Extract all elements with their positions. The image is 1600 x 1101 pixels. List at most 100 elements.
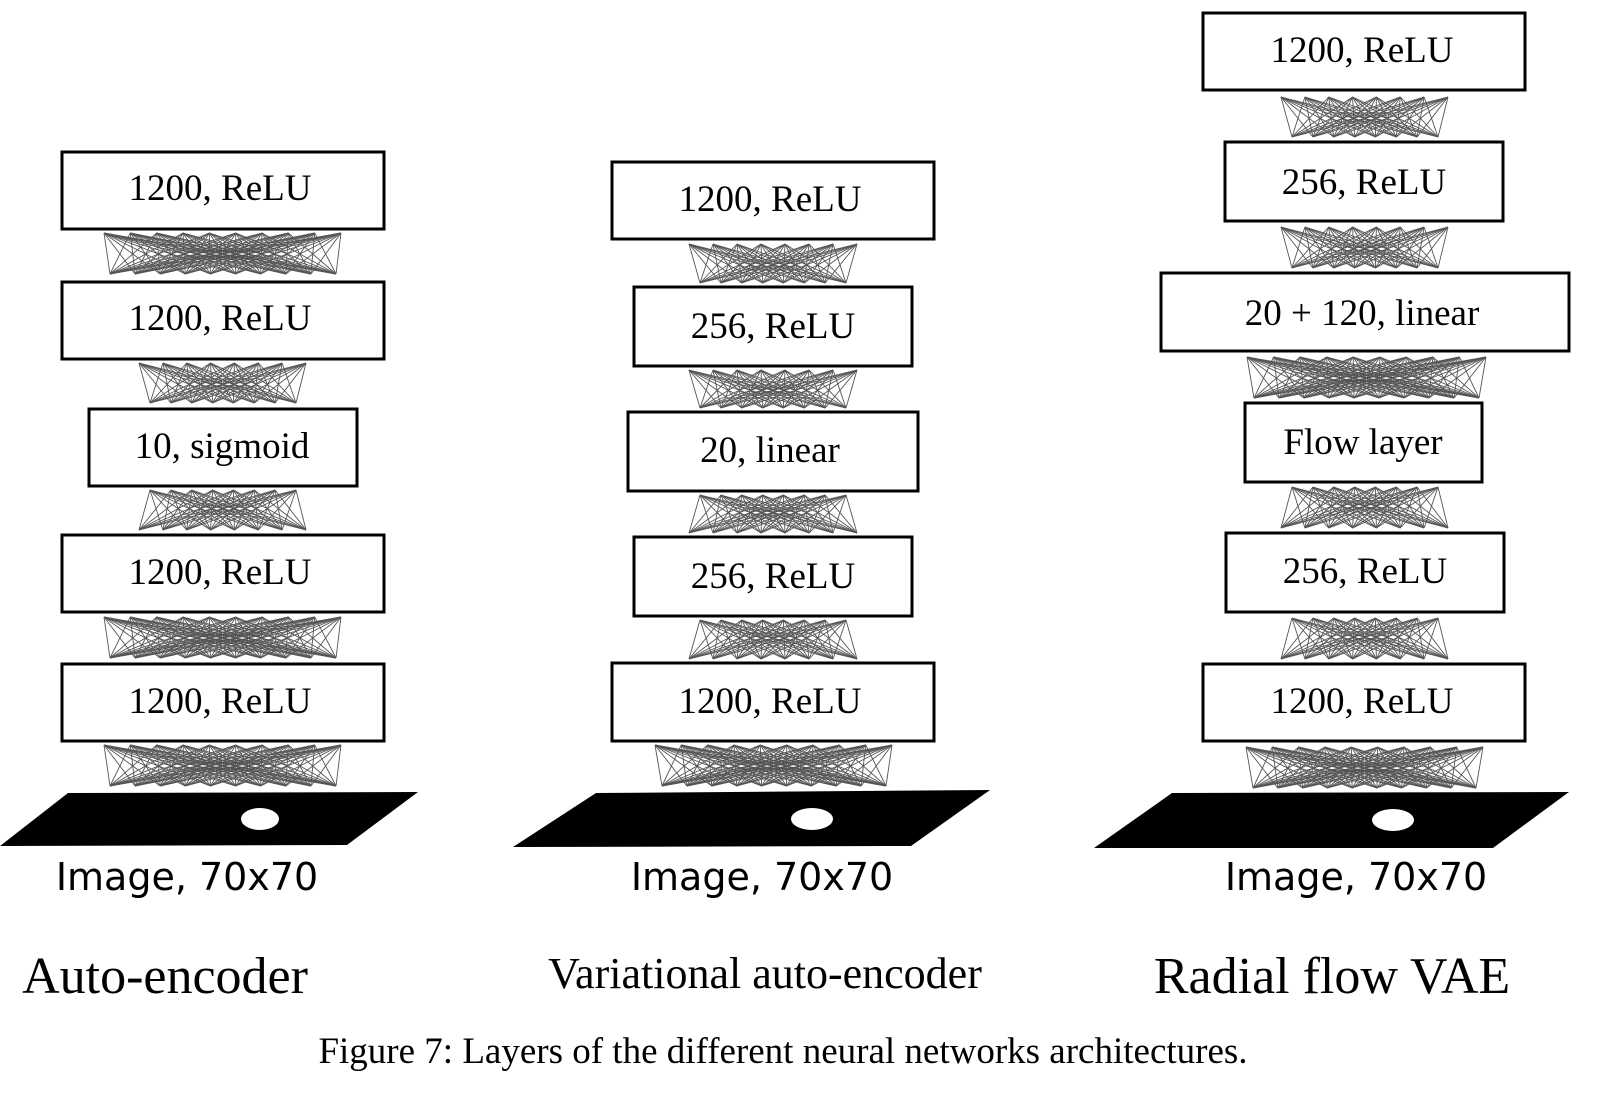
connection-line [149, 489, 235, 531]
connection-line [1395, 96, 1425, 138]
connection-line [812, 744, 887, 787]
connection-line [1252, 746, 1457, 789]
connection-line [1416, 226, 1449, 269]
connection-line [1475, 746, 1484, 789]
connection-line [109, 232, 131, 275]
connection-line [1326, 356, 1380, 399]
connection-line [1312, 226, 1377, 269]
connection-line [688, 619, 722, 660]
connection-line [1354, 226, 1449, 269]
connection-line [1375, 96, 1449, 138]
connection-line [182, 744, 261, 787]
connection-line [712, 369, 763, 409]
connection-line [1280, 226, 1355, 269]
layer-box-rf-2: 256, ReLU [1223, 140, 1505, 223]
connection-line [1328, 356, 1487, 399]
connection-line [254, 362, 307, 404]
connection-line [712, 243, 826, 284]
connection-line [786, 744, 862, 787]
connection-line [786, 744, 887, 787]
connection-line [688, 494, 784, 534]
connection-line [760, 619, 764, 660]
connection-line [162, 362, 172, 404]
connection-line [661, 744, 761, 787]
connection-line [1280, 96, 1293, 138]
connection-line [699, 369, 786, 409]
connection-line [824, 243, 858, 284]
connection-line [885, 744, 893, 787]
connection-line [1333, 486, 1354, 529]
connection-line [233, 362, 259, 404]
connection-line [1478, 356, 1487, 399]
connection-line [191, 489, 259, 531]
connection-line [274, 489, 307, 531]
connection-line [1453, 356, 1487, 399]
connection-line [1403, 356, 1487, 399]
connection-line [736, 369, 763, 409]
connection-line [712, 369, 826, 409]
connection-line [1437, 96, 1449, 138]
connection-line [681, 744, 787, 787]
connection-line [1328, 226, 1439, 269]
connection-line [1280, 617, 1376, 660]
connection-line [253, 362, 259, 404]
connection-line [1280, 226, 1314, 269]
connection-line [736, 744, 893, 787]
connection-line [782, 243, 786, 284]
connection-line [1326, 356, 1430, 399]
connection-line [1403, 746, 1452, 789]
connection-line [186, 362, 255, 404]
connection-line [1324, 746, 1402, 789]
connection-line [1312, 617, 1401, 660]
connection-line [1375, 486, 1425, 529]
layer-label: 256, ReLU [1282, 162, 1446, 203]
connection-line [1352, 617, 1418, 660]
input-label-vae: Image, 70x70 [631, 855, 893, 899]
connection-line [1354, 617, 1377, 660]
connection-line [1328, 617, 1439, 660]
connection-line [736, 619, 763, 660]
connection-line [281, 489, 297, 531]
connection-line [1426, 746, 1484, 789]
connection-line [760, 243, 764, 284]
connection-line [138, 489, 276, 531]
connection-line [1352, 356, 1405, 399]
connections-vae-4 [688, 619, 858, 660]
connection-line [712, 369, 805, 409]
connection-line [185, 616, 342, 659]
connection-line [1354, 617, 1449, 660]
connection-line [109, 616, 289, 659]
connection-line [1396, 96, 1449, 138]
connection-line [784, 369, 805, 409]
connection-line [182, 616, 261, 659]
connections-vae-1 [688, 243, 858, 284]
connection-line [1252, 746, 1431, 789]
connection-line [1328, 486, 1355, 529]
connection-line [1280, 486, 1314, 529]
connection-line [1416, 617, 1425, 660]
connection-line [1252, 746, 1378, 789]
connection-line [274, 489, 283, 531]
connection-line [688, 243, 826, 284]
layer-label: 1200, ReLU [129, 298, 312, 339]
connection-line [1351, 746, 1484, 789]
connection-line [803, 619, 834, 660]
connection-line [712, 243, 722, 284]
connection-line [1328, 226, 1376, 269]
connection-line [285, 744, 342, 787]
connections-vae-2 [688, 369, 858, 409]
input-image-rf [1094, 792, 1569, 848]
connection-line [212, 362, 283, 404]
connection-line [760, 494, 764, 534]
connection-line [1333, 617, 1449, 660]
connection-line [109, 616, 131, 659]
connection-line [784, 243, 805, 284]
connection-line [109, 232, 289, 275]
connection-line [285, 616, 342, 659]
connection-line [335, 616, 342, 659]
connection-line [1351, 746, 1402, 789]
connection-line [760, 744, 862, 787]
connection-line [233, 362, 255, 404]
connection-line [720, 243, 786, 284]
